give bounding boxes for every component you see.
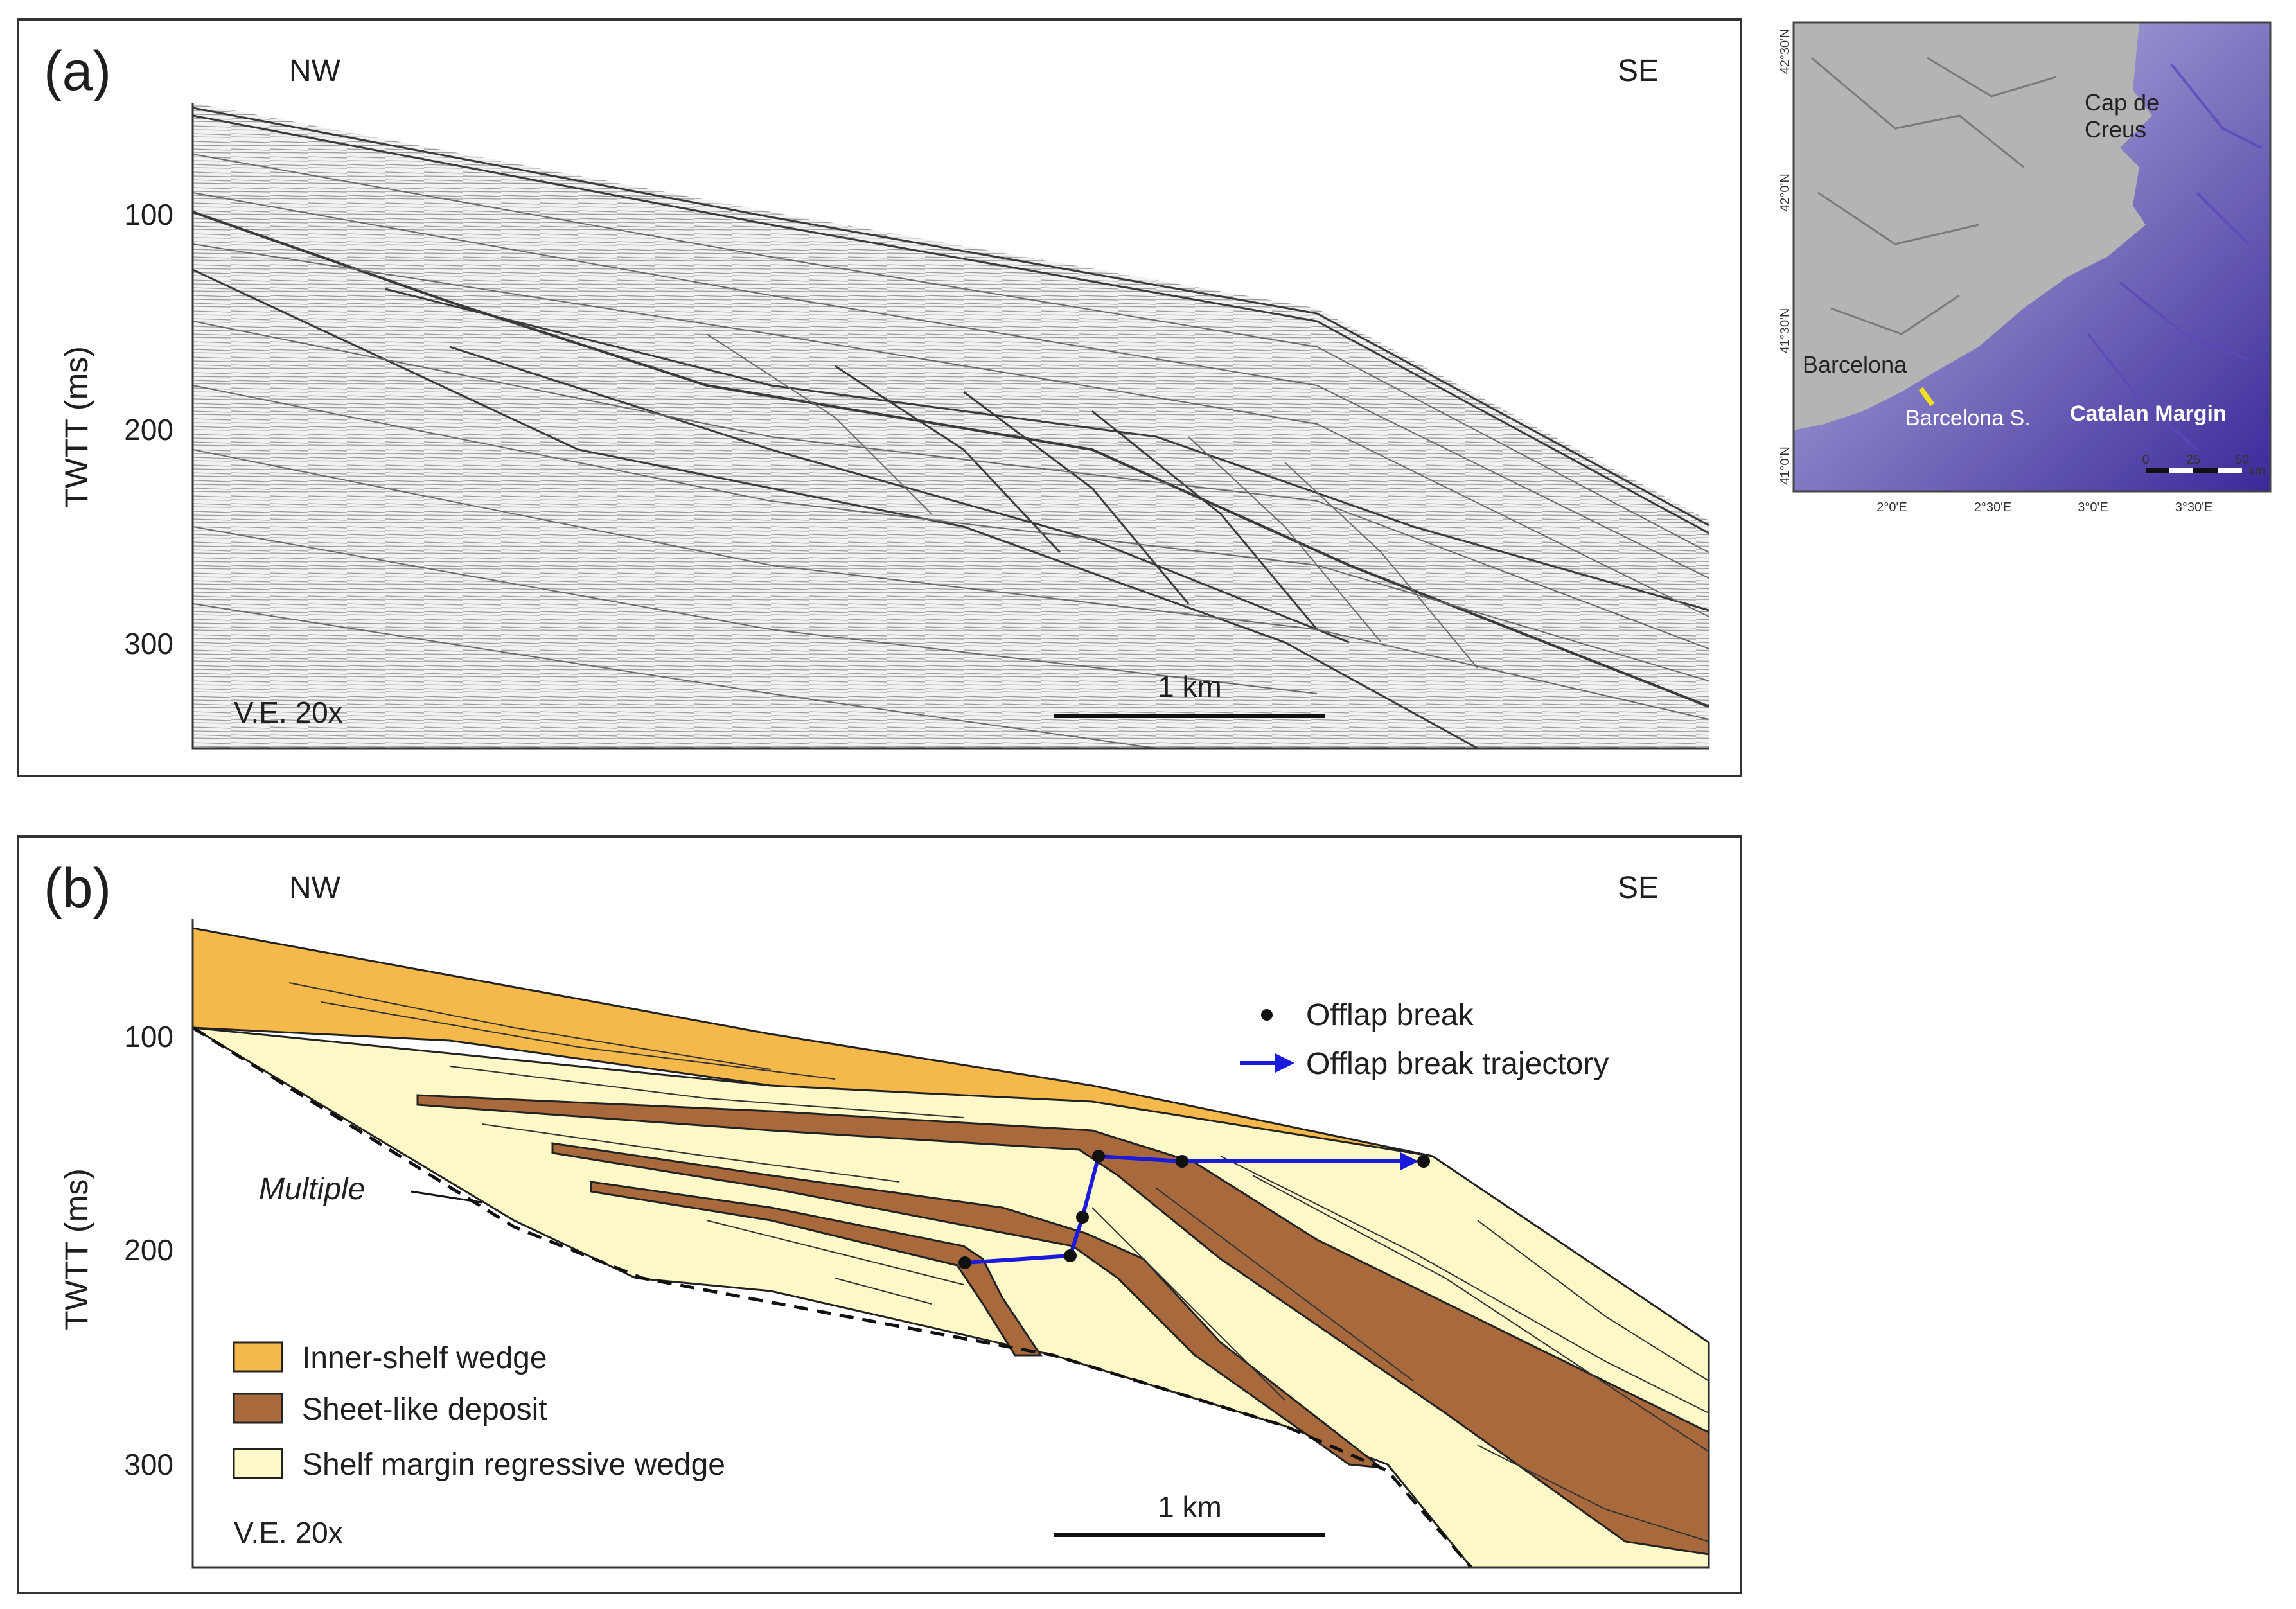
map-longitude-labels: 2°0'E 2°30'E 3°0'E 3°30'E [1877,500,2212,514]
panel-b-ytick-200: 200 [124,1233,173,1267]
panel-b-scale-bar: 1 km [1054,1490,1325,1537]
panel-a-frame [17,18,1742,777]
map-latitude-labels: 42°30'N 42°0'N 41°30'N 41°0'N [1778,29,1792,485]
offlap-break-key-label: Offlap break [1306,998,1474,1032]
panel-a-y-ticks: 100 200 300 [124,198,173,660]
map-frame [1792,21,2272,493]
svg-text:41°0'N: 41°0'N [1778,446,1792,485]
shelf-margin-regressive-wedge-area [192,1026,1710,1569]
offlap-break-point [1176,1155,1188,1168]
svg-text:41°30'N: 41°30'N [1778,308,1792,354]
multiple-reflector [191,1026,1472,1569]
panel-b-y-axis-title: TWTT (ms) [58,1168,94,1330]
inner-shelf-wedge-area [191,927,1433,1157]
map-label-barcelona-s: Barcelona S. [1905,406,2031,430]
panel-a-plot-border [191,103,1709,750]
panel-a-ytick-200: 200 [124,413,173,446]
offlap-break-key-dot [1261,1009,1273,1021]
seismic-section [193,103,1709,748]
svg-text:km: km [2248,464,2266,479]
svg-text:42°0'N: 42°0'N [1778,173,1792,212]
legend-label-inner-shelf-wedge: Inner-shelf wedge [302,1341,547,1375]
panel-a-ytick-100: 100 [124,198,173,231]
panel-b-ve-label: V.E. 20x [234,1516,343,1549]
multiple-leader-line [411,1190,482,1204]
panel-b-label: (b) [44,857,111,919]
offlap-break-point [1076,1211,1089,1224]
panel-b-scale-label: 1 km [1158,1490,1222,1524]
trajectory-key-label: Offlap break trajectory [1306,1047,1609,1081]
panel-b-ytick-300: 300 [124,1448,173,1481]
panel-b-se-label: SE [1618,871,1659,905]
panel-b-plot-border [191,919,1709,1569]
svg-text:25: 25 [2186,453,2200,467]
offlap-break-points [958,1150,1430,1269]
offlap-break-point [1417,1155,1430,1168]
panel-a-ve-label: V.E. 20x [234,696,343,729]
panel-b: (b) NW SE TWTT (ms) 100 200 300 [17,835,1742,1594]
legend-swatch-inner-shelf-wedge [233,1341,283,1373]
legend-swatch-shelf-margin-regressive-wedge [233,1448,283,1479]
svg-text:0: 0 [2142,453,2149,467]
map-label-barcelona: Barcelona [1803,351,1907,378]
offlap-break-point [958,1256,971,1269]
offlap-break-point [1092,1150,1105,1163]
svg-text:50: 50 [2235,453,2249,467]
svg-text:42°30'N: 42°30'N [1778,29,1792,75]
panel-a-ytick-300: 300 [124,627,173,660]
panel-b-ytick-100: 100 [124,1020,173,1053]
symbol-key: Offlap break Offlap break trajectory [1240,998,1609,1081]
panel-b-y-ticks: 100 200 300 [124,1020,173,1481]
panel-b-frame [17,835,1742,1594]
map-label-creus: Creus [2085,116,2146,143]
map-scale-bar: 0 25 50 km [2142,453,2265,479]
panel-a: (a) NW SE TWTT (ms) 100 200 300 [17,18,1742,777]
panel-a-scale-bar: 1 km [1054,670,1325,718]
map-label-catalan-margin: Catalan Margin [2070,401,2227,426]
svg-text:3°30'E: 3°30'E [2175,500,2213,514]
panel-a-label: (a) [44,40,111,102]
svg-text:2°30'E: 2°30'E [1974,500,2012,514]
trajectory-key-arrow [1275,1053,1294,1073]
legend-label-shelf-margin-regressive-wedge: Shelf margin regressive wedge [302,1448,725,1482]
panel-a-y-axis-title: TWTT (ms) [58,346,94,508]
map-label-cap-de: Cap de [2085,89,2159,116]
offlap-break-point [1064,1249,1077,1262]
panel-a-se-label: SE [1618,54,1659,88]
profile-location-line [1918,387,1935,407]
panel-a-scale-label: 1 km [1158,670,1222,703]
legend-label-sheet-like-deposit: Sheet-like deposit [302,1393,547,1427]
panel-a-nw-label: NW [289,54,341,88]
legend-swatch-sheet-like-deposit [233,1393,283,1424]
panel-b-nw-label: NW [289,871,341,905]
inset-map: Cap de Creus Barcelona Barcelona S. Cata… [1778,21,2272,514]
svg-text:2°0'E: 2°0'E [1877,500,1907,514]
multiple-label: Multiple [259,1172,365,1206]
sheet-like-deposit-areas [416,1094,1710,1556]
legend: Inner-shelf wedge Sheet-like deposit She… [233,1341,725,1482]
offlap-break-trajectory [964,1152,1418,1265]
svg-text:3°0'E: 3°0'E [2078,500,2108,514]
